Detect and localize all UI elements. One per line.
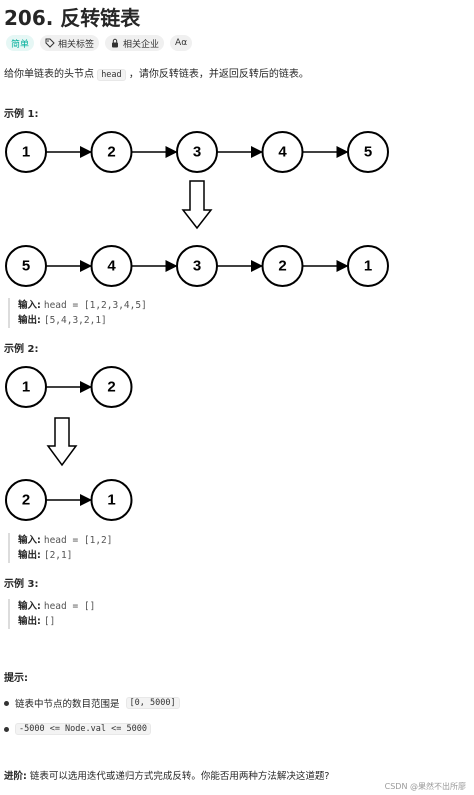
follow-up: 进阶: 链表可以选用迭代或递归方式完成反转。你能否用两种方法解决这道题? [4, 768, 329, 782]
related-companies-label: 相关企业 [123, 39, 160, 50]
svg-text:1: 1 [22, 379, 30, 396]
svg-text:1: 1 [22, 144, 30, 161]
example-1-heading: 示例 1: [4, 109, 39, 120]
example-1-diagram: 1 2 3 4 5 5 4 3 2 1 [5, 131, 389, 287]
down-arrow-icon [46, 417, 78, 467]
example-2-diagram: 1 2 2 1 [5, 366, 133, 521]
tag-icon [45, 38, 55, 48]
hint-code: [0, 5000] [125, 697, 180, 709]
output-value: [] [43, 616, 56, 627]
svg-text:3: 3 [193, 144, 201, 161]
example-3-heading: 示例 3: [4, 579, 39, 590]
svg-text:4: 4 [278, 144, 287, 161]
output-label: 输出: [18, 550, 41, 561]
translate-icon: Aα [175, 38, 188, 48]
output-value: [2,1] [43, 550, 73, 561]
svg-text:2: 2 [107, 144, 115, 161]
bullet-dot [4, 700, 9, 706]
list-node: 1 [347, 245, 389, 287]
follow-up-label: 进阶: [4, 771, 27, 782]
list-node: 2 [90, 366, 133, 408]
bullet-dot [4, 726, 9, 732]
output-label: 输出: [18, 616, 41, 627]
list-node: 2 [5, 479, 47, 521]
down-arrow-icon [181, 180, 213, 230]
difficulty-label: 简单 [11, 39, 30, 50]
list-item: 链表中节点的数目范围是 [0, 5000] [4, 690, 180, 716]
desc-code: head [97, 69, 126, 81]
svg-text:5: 5 [364, 144, 372, 161]
difficulty-badge[interactable]: 简单 [6, 35, 35, 51]
example-2-io: 输入: head = [1,2] 输出: [2,1] [8, 533, 112, 563]
input-label: 输入: [18, 300, 41, 311]
follow-up-text: 链表可以选用迭代或递归方式完成反转。你能否用两种方法解决这道题? [29, 771, 330, 782]
list-node: 5 [347, 131, 389, 173]
list-node: 1 [90, 479, 133, 521]
svg-text:3: 3 [193, 258, 201, 275]
problem-description: 给你单链表的头节点 head ，请你反转链表，并返回反转后的链表。 [4, 65, 309, 81]
svg-text:2: 2 [22, 492, 30, 509]
hint-text: 链表中节点的数目范围是 [15, 699, 120, 710]
tag-bar: 简单 相关标签 相关企业 Aα [6, 34, 193, 52]
translate-button[interactable]: Aα [170, 35, 193, 51]
watermark: CSDN @果然不出所廖 [384, 782, 466, 791]
input-label: 输入: [18, 601, 41, 612]
list-node: 1 [5, 366, 47, 408]
example-2-heading: 示例 2: [4, 344, 39, 355]
list-node: 2 [90, 131, 133, 173]
lock-icon [112, 38, 119, 48]
desc-suffix: ，请你反转链表，并返回反转后的链表。 [128, 69, 309, 80]
svg-text:1: 1 [107, 492, 115, 509]
desc-prefix: 给你单链表的头节点 [4, 69, 94, 80]
svg-text:5: 5 [22, 258, 30, 275]
input-value: head = [1,2] [43, 535, 113, 546]
related-companies-button[interactable]: 相关企业 [105, 35, 165, 51]
hints-title: 提示: [4, 673, 28, 684]
svg-text:1: 1 [364, 258, 372, 275]
svg-text:2: 2 [107, 379, 115, 396]
hints-list: 链表中节点的数目范围是 [0, 5000] -5000 <= Node.val … [4, 690, 180, 742]
list-item: -5000 <= Node.val <= 5000 [4, 716, 180, 742]
problem-title: 206. 反转链表 [4, 6, 141, 30]
example-1-io: 输入: head = [1,2,3,4,5] 输出: [5,4,3,2,1] [8, 298, 147, 328]
list-node: 2 [261, 245, 304, 287]
input-value: head = [] [43, 601, 96, 612]
input-value: head = [1,2,3,4,5] [43, 300, 147, 311]
example-3-io: 输入: head = [] 输出: [] [8, 599, 95, 629]
svg-text:2: 2 [278, 258, 286, 275]
related-tags-label: 相关标签 [58, 39, 95, 50]
output-label: 输出: [18, 315, 41, 326]
output-value: [5,4,3,2,1] [43, 315, 107, 326]
related-tags-button[interactable]: 相关标签 [40, 35, 100, 51]
svg-text:4: 4 [107, 258, 116, 275]
hint-code: -5000 <= Node.val <= 5000 [15, 723, 151, 735]
input-label: 输入: [18, 535, 41, 546]
